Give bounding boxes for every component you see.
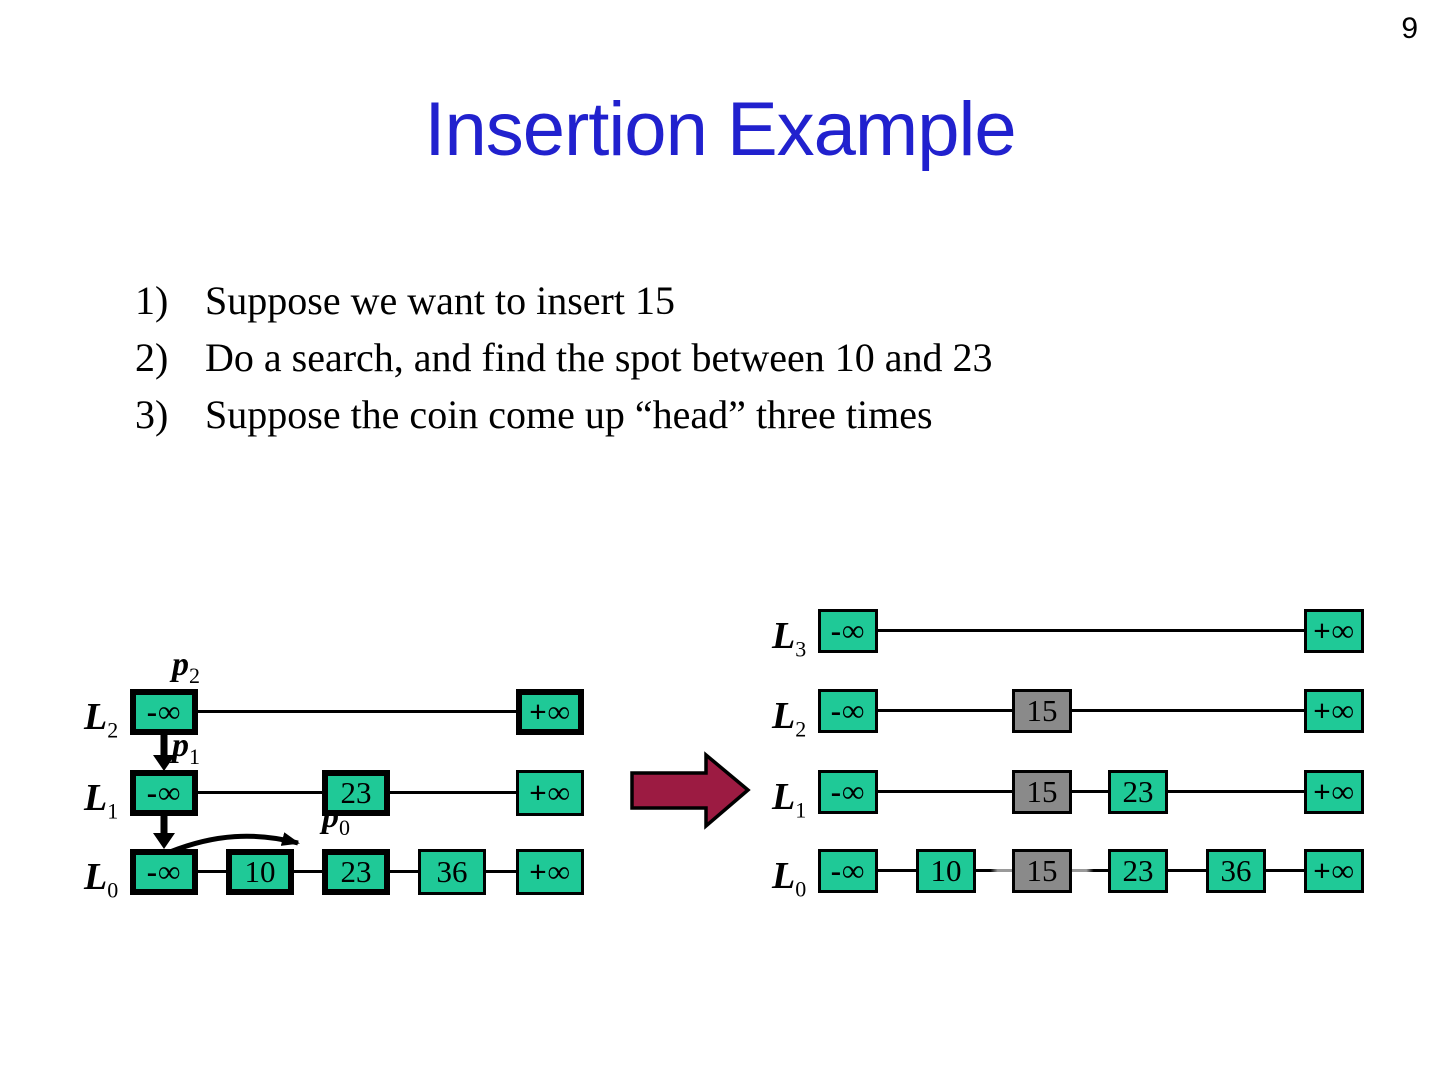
after-l0-node-36: 36	[1206, 849, 1266, 893]
after-l1-link-line	[848, 790, 1320, 793]
page-number: 9	[1401, 12, 1418, 45]
after-l2-node-neginf: -∞	[818, 689, 878, 733]
step-1-number: 1)	[135, 278, 169, 323]
before-level-label-L1: L1	[84, 777, 119, 824]
after-l0-node-10: 10	[916, 849, 976, 893]
after-l2-node-posinf: +∞	[1304, 689, 1364, 733]
after-l0-node-15-new: 15	[1012, 849, 1072, 893]
after-level-label-L1: L1	[772, 776, 807, 823]
after-l1-node-23: 23	[1108, 770, 1168, 814]
pointer-label-p1: p1	[172, 727, 200, 769]
pointer-label-p2: p2	[172, 646, 200, 688]
after-level-label-L3: L3	[772, 615, 807, 662]
step-3-text: Suppose the coin come up “head” three ti…	[205, 392, 933, 437]
before-level-label-L0: L0	[84, 856, 119, 903]
before-level-label-L2: L2	[84, 696, 119, 743]
step-1-text: Suppose we want to insert 15	[205, 278, 675, 323]
before-l0-node-36: 36	[418, 849, 486, 895]
after-l3-node-posinf: +∞	[1304, 609, 1364, 653]
before-l2-node-neginf: -∞	[130, 689, 198, 735]
down-arrow-L1-to-L0-icon	[153, 815, 175, 849]
step-1: 1) Suppose we want to insert 15	[135, 272, 993, 329]
down-arrow-L2-to-L1-icon	[153, 734, 175, 771]
step-3-number: 3)	[135, 392, 169, 437]
step-2: 2) Do a search, and find the spot betwee…	[135, 329, 993, 386]
after-l0-node-23: 23	[1108, 849, 1168, 893]
before-l2-link-line	[160, 710, 552, 713]
after-l1-node-posinf: +∞	[1304, 770, 1364, 814]
after-l2-link-line	[848, 709, 1320, 712]
after-l1-node-15-new: 15	[1012, 770, 1072, 814]
after-level-label-L2: L2	[772, 695, 807, 742]
p0-curved-arrow-icon	[169, 832, 300, 855]
after-level-label-L0: L0	[772, 855, 807, 902]
slide-title: Insertion Example	[424, 87, 1016, 172]
before-l1-node-neginf: -∞	[130, 770, 198, 816]
transform-arrow-icon	[630, 751, 751, 830]
before-l1-node-23: 23	[322, 770, 390, 816]
before-l0-node-neginf: -∞	[130, 849, 198, 895]
after-l0-newlink-right	[1072, 869, 1108, 872]
pointer-label-p0: p0	[322, 798, 350, 840]
steps-list: 1) Suppose we want to insert 15 2) Do a …	[135, 272, 993, 443]
step-2-text: Do a search, and find the spot between 1…	[205, 335, 993, 380]
before-l2-node-posinf: +∞	[516, 689, 584, 735]
after-l0-node-neginf: -∞	[818, 849, 878, 893]
step-2-number: 2)	[135, 335, 169, 380]
before-l0-node-10: 10	[226, 849, 294, 895]
before-l0-node-23: 23	[322, 849, 390, 895]
before-l0-node-posinf: +∞	[516, 849, 584, 895]
after-l3-link-line	[848, 629, 1320, 632]
before-l1-node-posinf: +∞	[516, 770, 584, 816]
after-l3-node-neginf: -∞	[818, 609, 878, 653]
after-l2-node-15-new: 15	[1012, 689, 1072, 733]
step-3: 3) Suppose the coin come up “head” three…	[135, 386, 993, 443]
after-l0-node-posinf: +∞	[1304, 849, 1364, 893]
after-l1-node-neginf: -∞	[818, 770, 878, 814]
after-l0-newlink-left	[976, 869, 1012, 872]
